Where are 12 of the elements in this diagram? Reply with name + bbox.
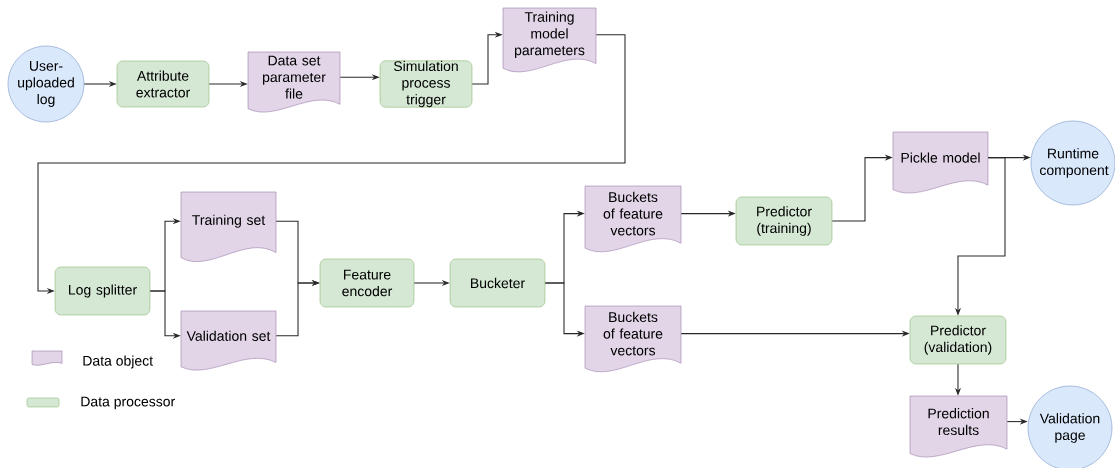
process-box: Log splitter <box>54 266 151 316</box>
process-box: Predictor (validation) <box>909 315 1007 365</box>
circle-node: Validation page <box>1027 385 1113 468</box>
process-box: Predictor (training) <box>735 196 833 246</box>
legend-label: Data processor <box>81 396 175 410</box>
process-box: Attribute extractor <box>116 60 210 108</box>
process-box: Simulation process trigger <box>379 60 473 108</box>
circle-node: Runtime component <box>1030 120 1115 206</box>
legend-label: Data object <box>83 355 153 369</box>
circle-node: User-uploaded log <box>7 45 85 123</box>
process-box: Feature encoder <box>319 258 415 308</box>
process-box: Bucketer <box>449 258 546 308</box>
